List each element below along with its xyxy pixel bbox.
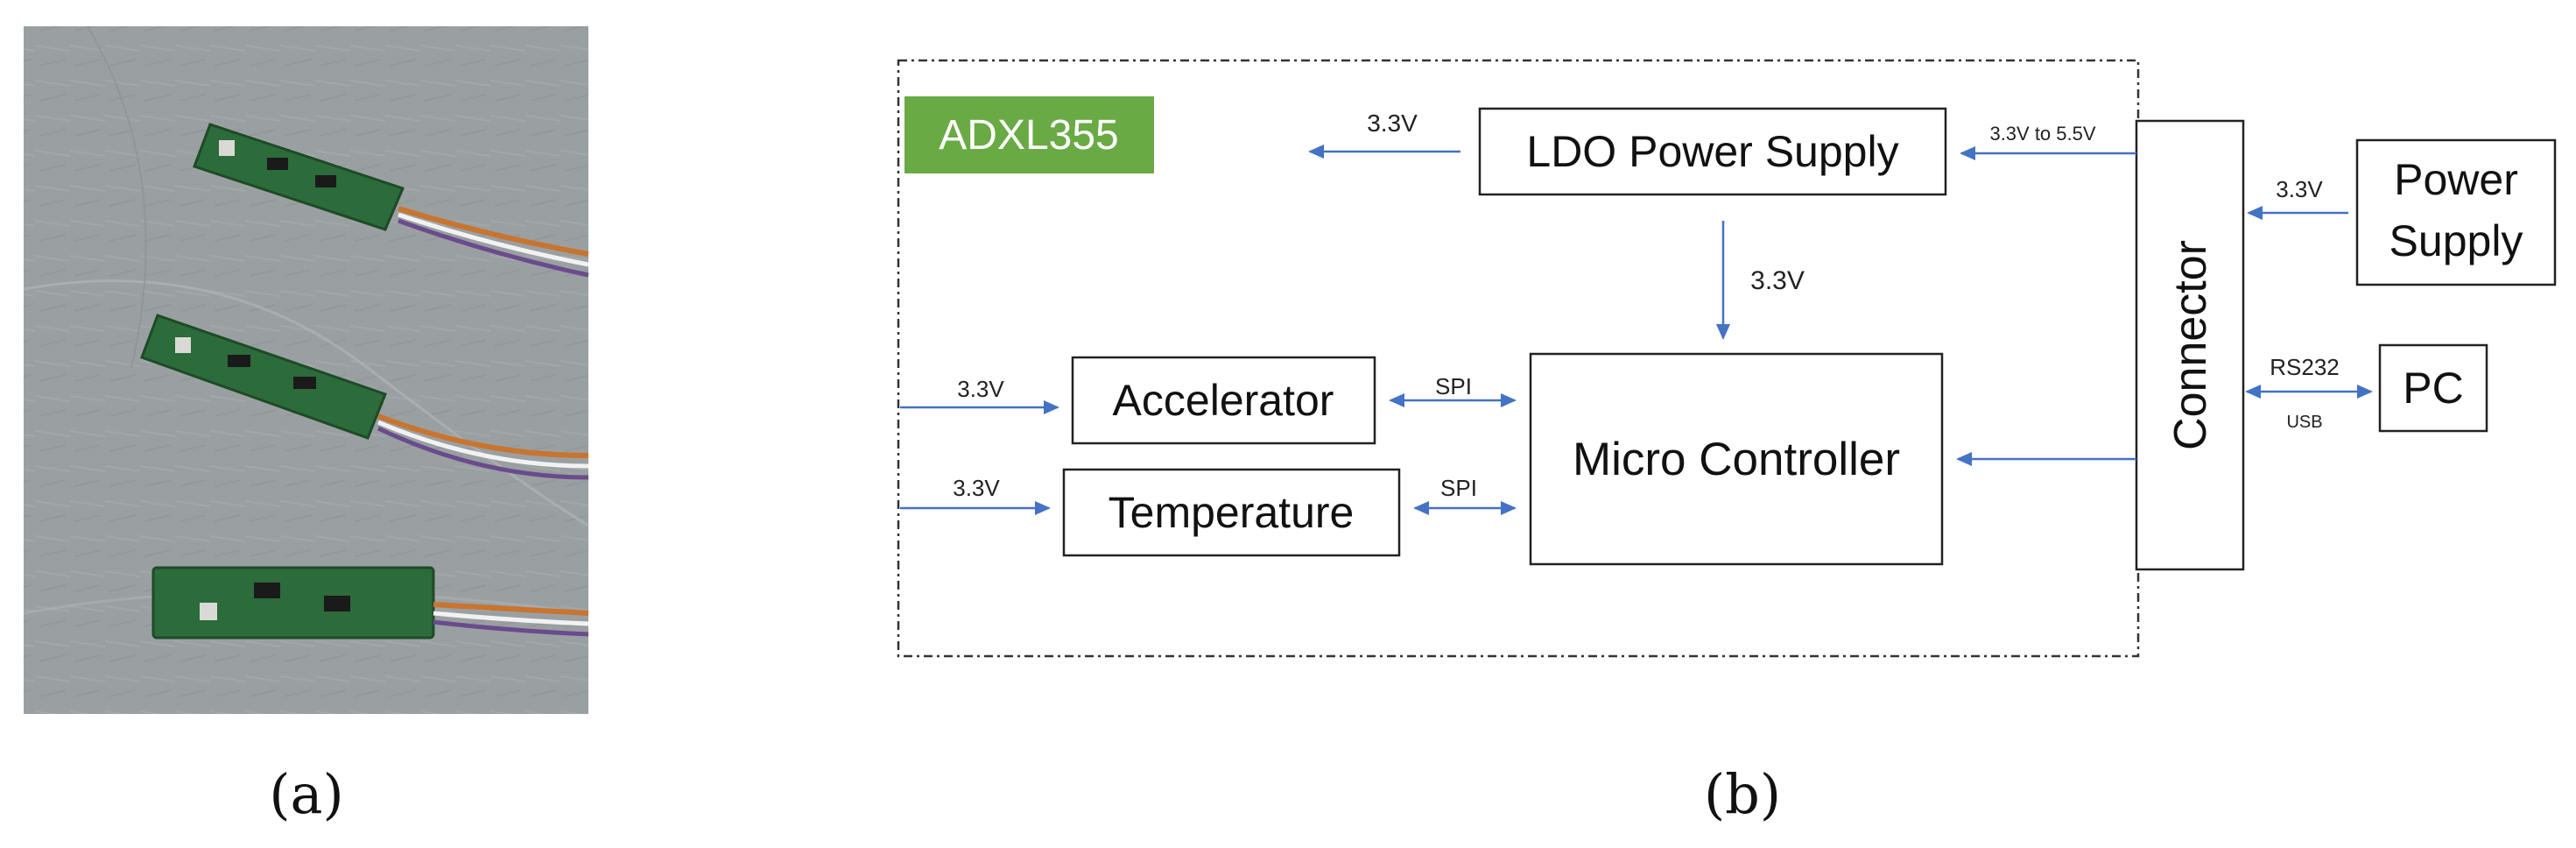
sensor-board-3	[151, 566, 589, 640]
label-accel-in: 3.3V	[957, 376, 1004, 402]
connector-label: Connector	[2165, 240, 2216, 450]
pc-block: PC	[2378, 343, 2488, 433]
accelerator-label: Accelerator	[1113, 376, 1334, 425]
temperature-block: Temperature	[1062, 468, 1401, 557]
ldo-power-supply-block: LDO Power Supply	[1478, 107, 1947, 196]
pc-label: PC	[2403, 364, 2463, 413]
label-temp-in: 3.3V	[953, 475, 1000, 501]
panel-a-photo	[23, 25, 589, 714]
sensor-board-2	[140, 314, 589, 480]
connector-block: Connector	[2135, 119, 2245, 571]
ldo-label: LDO Power Supply	[1526, 127, 1898, 176]
panel-a-caption: (a)	[269, 762, 343, 826]
power-supply-label-line2: Supply	[2389, 216, 2523, 265]
module-badge: ADXL355	[904, 96, 1154, 173]
panel-b-caption: (b)	[1704, 762, 1781, 826]
label-power-in: 3.3V	[2276, 176, 2323, 202]
label-ldo-out: 3.3V	[1367, 110, 1418, 137]
label-pc-link-top: RS232	[2270, 354, 2340, 380]
label-pc-link-bottom: USB	[2286, 413, 2322, 432]
label-accel-spi: SPI	[1435, 373, 1472, 399]
micro-controller-label: Micro Controller	[1573, 434, 1900, 485]
label-ldo-to-micro: 3.3V	[1750, 266, 1805, 295]
label-temp-spi: SPI	[1440, 475, 1477, 501]
panel-b-diagram: ADXL355 LDO Power Supply Accelerator Tem…	[897, 59, 2557, 658]
power-supply-block: Power Supply	[2355, 138, 2557, 286]
temperature-label: Temperature	[1109, 488, 1355, 537]
sensor-board-1	[193, 123, 589, 278]
module-label: ADXL355	[939, 112, 1118, 159]
accelerator-block: Accelerator	[1071, 356, 1376, 445]
label-ldo-in: 3.3V to 5.5V	[1989, 123, 2095, 145]
micro-controller-block: Micro Controller	[1529, 352, 1944, 566]
power-supply-label-line1: Power	[2394, 155, 2518, 204]
